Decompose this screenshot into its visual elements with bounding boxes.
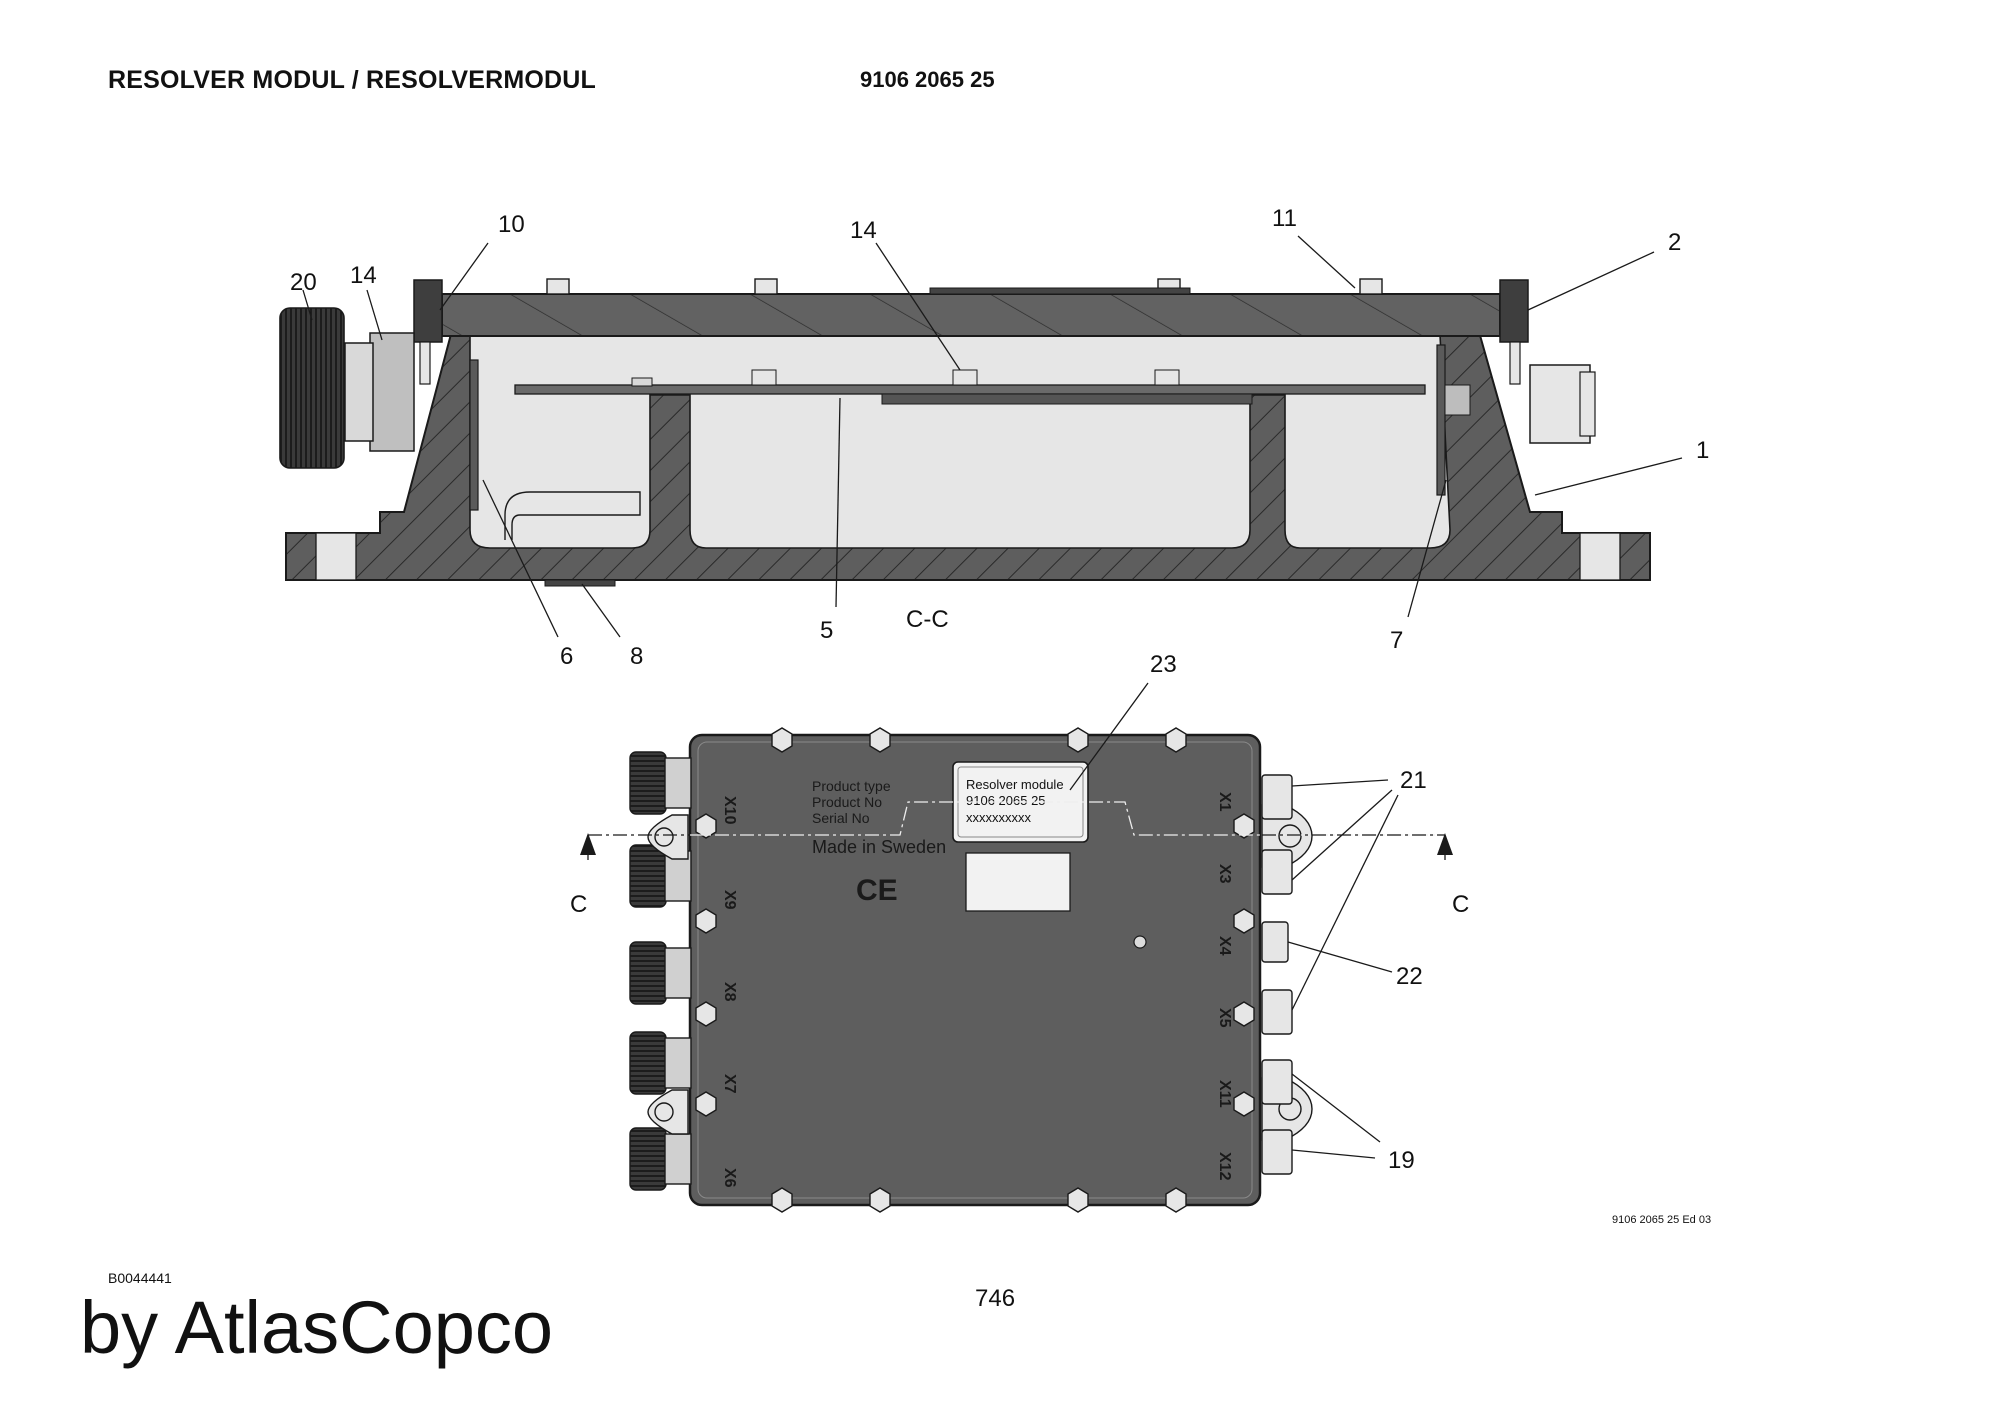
callout-14-left: 14 — [350, 262, 377, 289]
connector-label-x8: X8 — [721, 982, 738, 1002]
callout-22: 22 — [1396, 963, 1423, 990]
callout-10: 10 — [498, 211, 525, 238]
callout-21: 21 — [1400, 767, 1427, 794]
page-number: 746 — [975, 1285, 1016, 1312]
callout-5: 5 — [820, 617, 833, 644]
callout-7: 7 — [1390, 627, 1403, 654]
panel-product-no: Product No — [812, 794, 882, 810]
brand-mark: by AtlasCopco — [80, 1286, 554, 1369]
callout-8: 8 — [630, 643, 643, 670]
label-plate-line3: xxxxxxxxxx — [966, 810, 1032, 825]
connector-label-x10: X10 — [721, 796, 738, 825]
callout-1: 1 — [1696, 437, 1709, 464]
connector-label-x7: X7 — [721, 1074, 738, 1094]
callout-6: 6 — [560, 643, 573, 670]
section-marker-right: C — [1452, 891, 1469, 918]
connector-label-x4: X4 — [1216, 936, 1233, 956]
connector-label-x6: X6 — [721, 1168, 738, 1188]
connector-label-x3: X3 — [1216, 864, 1233, 884]
revision-note: 9106 2065 25 Ed 03 — [1612, 1214, 1712, 1226]
section-view: 20 14 10 14 11 2 1 6 8 5 C-C 7 — [279, 205, 1709, 670]
connector-label-x9: X9 — [721, 890, 738, 910]
section-marker-left: C — [570, 891, 587, 918]
panel-product-type: Product type — [812, 778, 891, 794]
callout-19: 19 — [1388, 1147, 1415, 1174]
connector-label-x12: X12 — [1216, 1152, 1233, 1181]
callout-14-center: 14 — [850, 217, 877, 244]
label-plate-line2: 9106 2065 25 — [966, 793, 1046, 808]
connector-label-x11: X11 — [1216, 1080, 1233, 1108]
connector-knob — [279, 307, 345, 469]
part-number: 9106 2065 25 — [860, 67, 995, 92]
page-title: RESOLVER MODUL / RESOLVERMODUL — [108, 66, 596, 94]
label-plate-line1: Resolver module — [966, 777, 1064, 792]
panel-made-in: Made in Sweden — [812, 837, 946, 857]
connector-label-x5: X5 — [1216, 1008, 1233, 1028]
housing-lid — [441, 293, 1501, 337]
callout-11: 11 — [1272, 205, 1297, 232]
callout-20: 20 — [290, 269, 317, 296]
callout-23: 23 — [1150, 651, 1177, 678]
top-view: X10 X9 X8 X7 X6 X1 X3 X4 X5 X11 X12 Prod… — [570, 651, 1469, 1213]
housing-cavity — [469, 334, 1451, 549]
panel-serial-no: Serial No — [812, 810, 870, 826]
connector-label-x1: X1 — [1216, 792, 1233, 812]
callout-2: 2 — [1668, 229, 1681, 256]
section-label: C-C — [906, 606, 949, 633]
document-id: B0044441 — [108, 1270, 172, 1286]
ce-mark: CE — [856, 874, 898, 907]
